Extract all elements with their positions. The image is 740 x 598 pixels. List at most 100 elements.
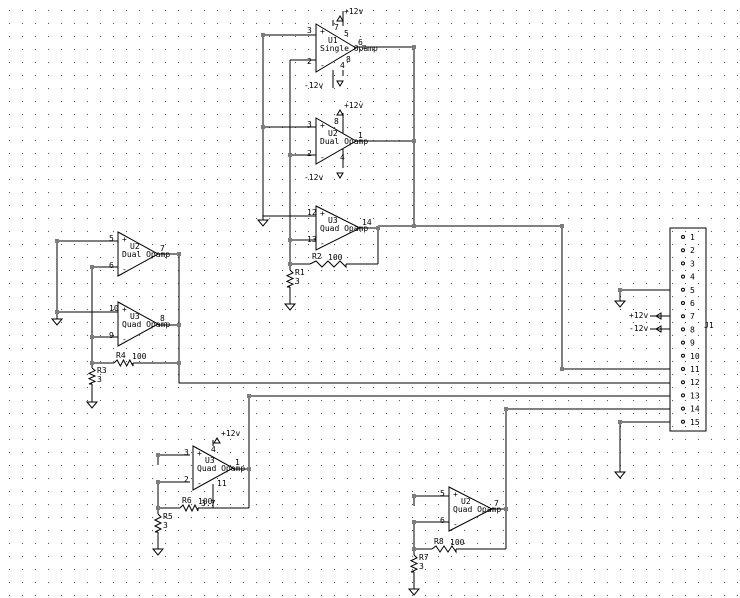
resistor-r5: R53 bbox=[153, 512, 173, 533]
wire-junction bbox=[288, 238, 292, 242]
pin-number: 8 bbox=[690, 325, 695, 334]
wire-junction bbox=[177, 361, 181, 365]
connector-supply-neg: -12v bbox=[629, 324, 648, 333]
wire-junction bbox=[288, 153, 292, 157]
opamp-pin-out: 1 bbox=[235, 458, 240, 467]
opamp-pin-plus: 3 bbox=[307, 120, 312, 129]
opamp-ref: U3 bbox=[130, 312, 140, 321]
connector-pin-3: 3 bbox=[681, 259, 695, 268]
opamp-pin-plus: 5 bbox=[109, 234, 114, 243]
opamp-pin-minus: 13 bbox=[307, 235, 317, 244]
opamp-pin-bottom: 4 bbox=[340, 153, 345, 162]
opamp-supply-bottom: -12v bbox=[304, 81, 323, 90]
ground-symbols bbox=[50, 216, 627, 596]
pin-number: 12 bbox=[690, 378, 700, 387]
ground-icon bbox=[613, 468, 627, 479]
pin-dot bbox=[681, 419, 685, 424]
supply-arrow-icon bbox=[655, 325, 662, 333]
supply-arrow-icon bbox=[336, 80, 344, 87]
opamp-name: Dual Opamp bbox=[122, 250, 170, 259]
connector-body bbox=[669, 227, 707, 432]
resistor-zigzag bbox=[153, 513, 163, 533]
resistor-ref: R4 bbox=[116, 351, 126, 360]
pin-dot bbox=[681, 393, 685, 398]
connector-pin-2: 2 bbox=[681, 246, 695, 255]
opamp-minus-sign: - bbox=[320, 239, 325, 248]
pin-number: 13 bbox=[690, 391, 700, 400]
resistor-zigzag bbox=[431, 545, 457, 554]
pin-dot bbox=[681, 380, 685, 385]
opamp-supply-top: +12v bbox=[221, 429, 240, 438]
ground-icon bbox=[613, 297, 627, 308]
opamp-plus-sign: + bbox=[122, 235, 127, 244]
pin-dot bbox=[681, 327, 685, 332]
connector-pin-10: 10 bbox=[681, 352, 700, 361]
wire bbox=[263, 155, 670, 370]
opamp-pin-out: 8 bbox=[160, 314, 165, 323]
pin-number: 14 bbox=[690, 405, 700, 414]
opamp-minus-sign: - bbox=[122, 265, 127, 274]
opamp-minus-sign: - bbox=[320, 61, 325, 70]
opamp-ref: U3 bbox=[328, 216, 338, 225]
ground-icon bbox=[50, 315, 64, 326]
wire-junction bbox=[55, 310, 59, 314]
connector-ref: J1 bbox=[704, 321, 714, 330]
wire-junction bbox=[618, 420, 622, 424]
connector-pin-8: 8 bbox=[681, 325, 695, 334]
resistor-zigzag bbox=[113, 358, 134, 368]
wire-junction bbox=[90, 265, 94, 269]
resistor-value: 100 bbox=[198, 497, 213, 506]
opamp-ref: U2 bbox=[461, 497, 471, 506]
pin-number: 7 bbox=[690, 312, 695, 321]
opamp-triangle bbox=[448, 486, 494, 532]
resistor-r3: R33 bbox=[87, 366, 107, 385]
wire-junction bbox=[412, 45, 416, 49]
resistor-value: 100 bbox=[450, 538, 465, 547]
connector-pin-13: 13 bbox=[681, 391, 700, 400]
wire-junction bbox=[90, 361, 94, 365]
pin-number: 1 bbox=[690, 233, 695, 242]
junctions bbox=[55, 33, 622, 551]
opamp-pin-minus: 2 bbox=[307, 57, 312, 66]
pin-number: 6 bbox=[690, 299, 695, 308]
wire-junction bbox=[618, 288, 622, 292]
resistor-ref: R5 bbox=[163, 512, 173, 521]
opamp-pin-plus: 3 bbox=[307, 26, 312, 35]
opamp-plus-sign: + bbox=[320, 27, 325, 36]
opamp-minus-sign: - bbox=[122, 335, 127, 344]
connector-pin-9: 9 bbox=[681, 339, 695, 348]
opamp-ref: U1 bbox=[328, 36, 338, 45]
wire bbox=[413, 408, 670, 585]
opamp-triangle bbox=[315, 117, 358, 165]
wire-junction bbox=[156, 480, 160, 484]
opamp-pin-plus: 3 bbox=[184, 448, 189, 457]
supply-arrow-icon bbox=[336, 172, 344, 179]
pin-dot bbox=[681, 235, 685, 239]
wire-junction bbox=[412, 224, 416, 228]
resistor-ref: R2 bbox=[312, 252, 322, 261]
supply-arrow-icon bbox=[655, 312, 662, 320]
wire-junction bbox=[504, 507, 508, 511]
opamp-pin-top: 8 bbox=[334, 117, 339, 126]
wire-junction bbox=[288, 262, 292, 266]
resistor-zigzag bbox=[409, 554, 419, 573]
opamp-pin-plus: 5 bbox=[440, 489, 445, 498]
pin-dot bbox=[681, 340, 685, 345]
resistor-value: 3 bbox=[419, 562, 424, 571]
wire-junction bbox=[560, 224, 564, 228]
connector-pin-7: 7 bbox=[681, 312, 695, 321]
pin-number: 3 bbox=[690, 259, 695, 268]
opamp-pin-top: 4 bbox=[211, 445, 216, 454]
resistor-zigzag bbox=[285, 269, 295, 288]
ground-icon bbox=[151, 545, 165, 556]
opamp-pin-minus: 2 bbox=[307, 149, 312, 158]
opamp-triangle bbox=[117, 231, 160, 277]
resistor-value: 100 bbox=[328, 253, 343, 262]
wire-junction bbox=[560, 367, 564, 371]
resistor-value: 3 bbox=[163, 521, 168, 530]
wire-junction bbox=[177, 323, 181, 327]
